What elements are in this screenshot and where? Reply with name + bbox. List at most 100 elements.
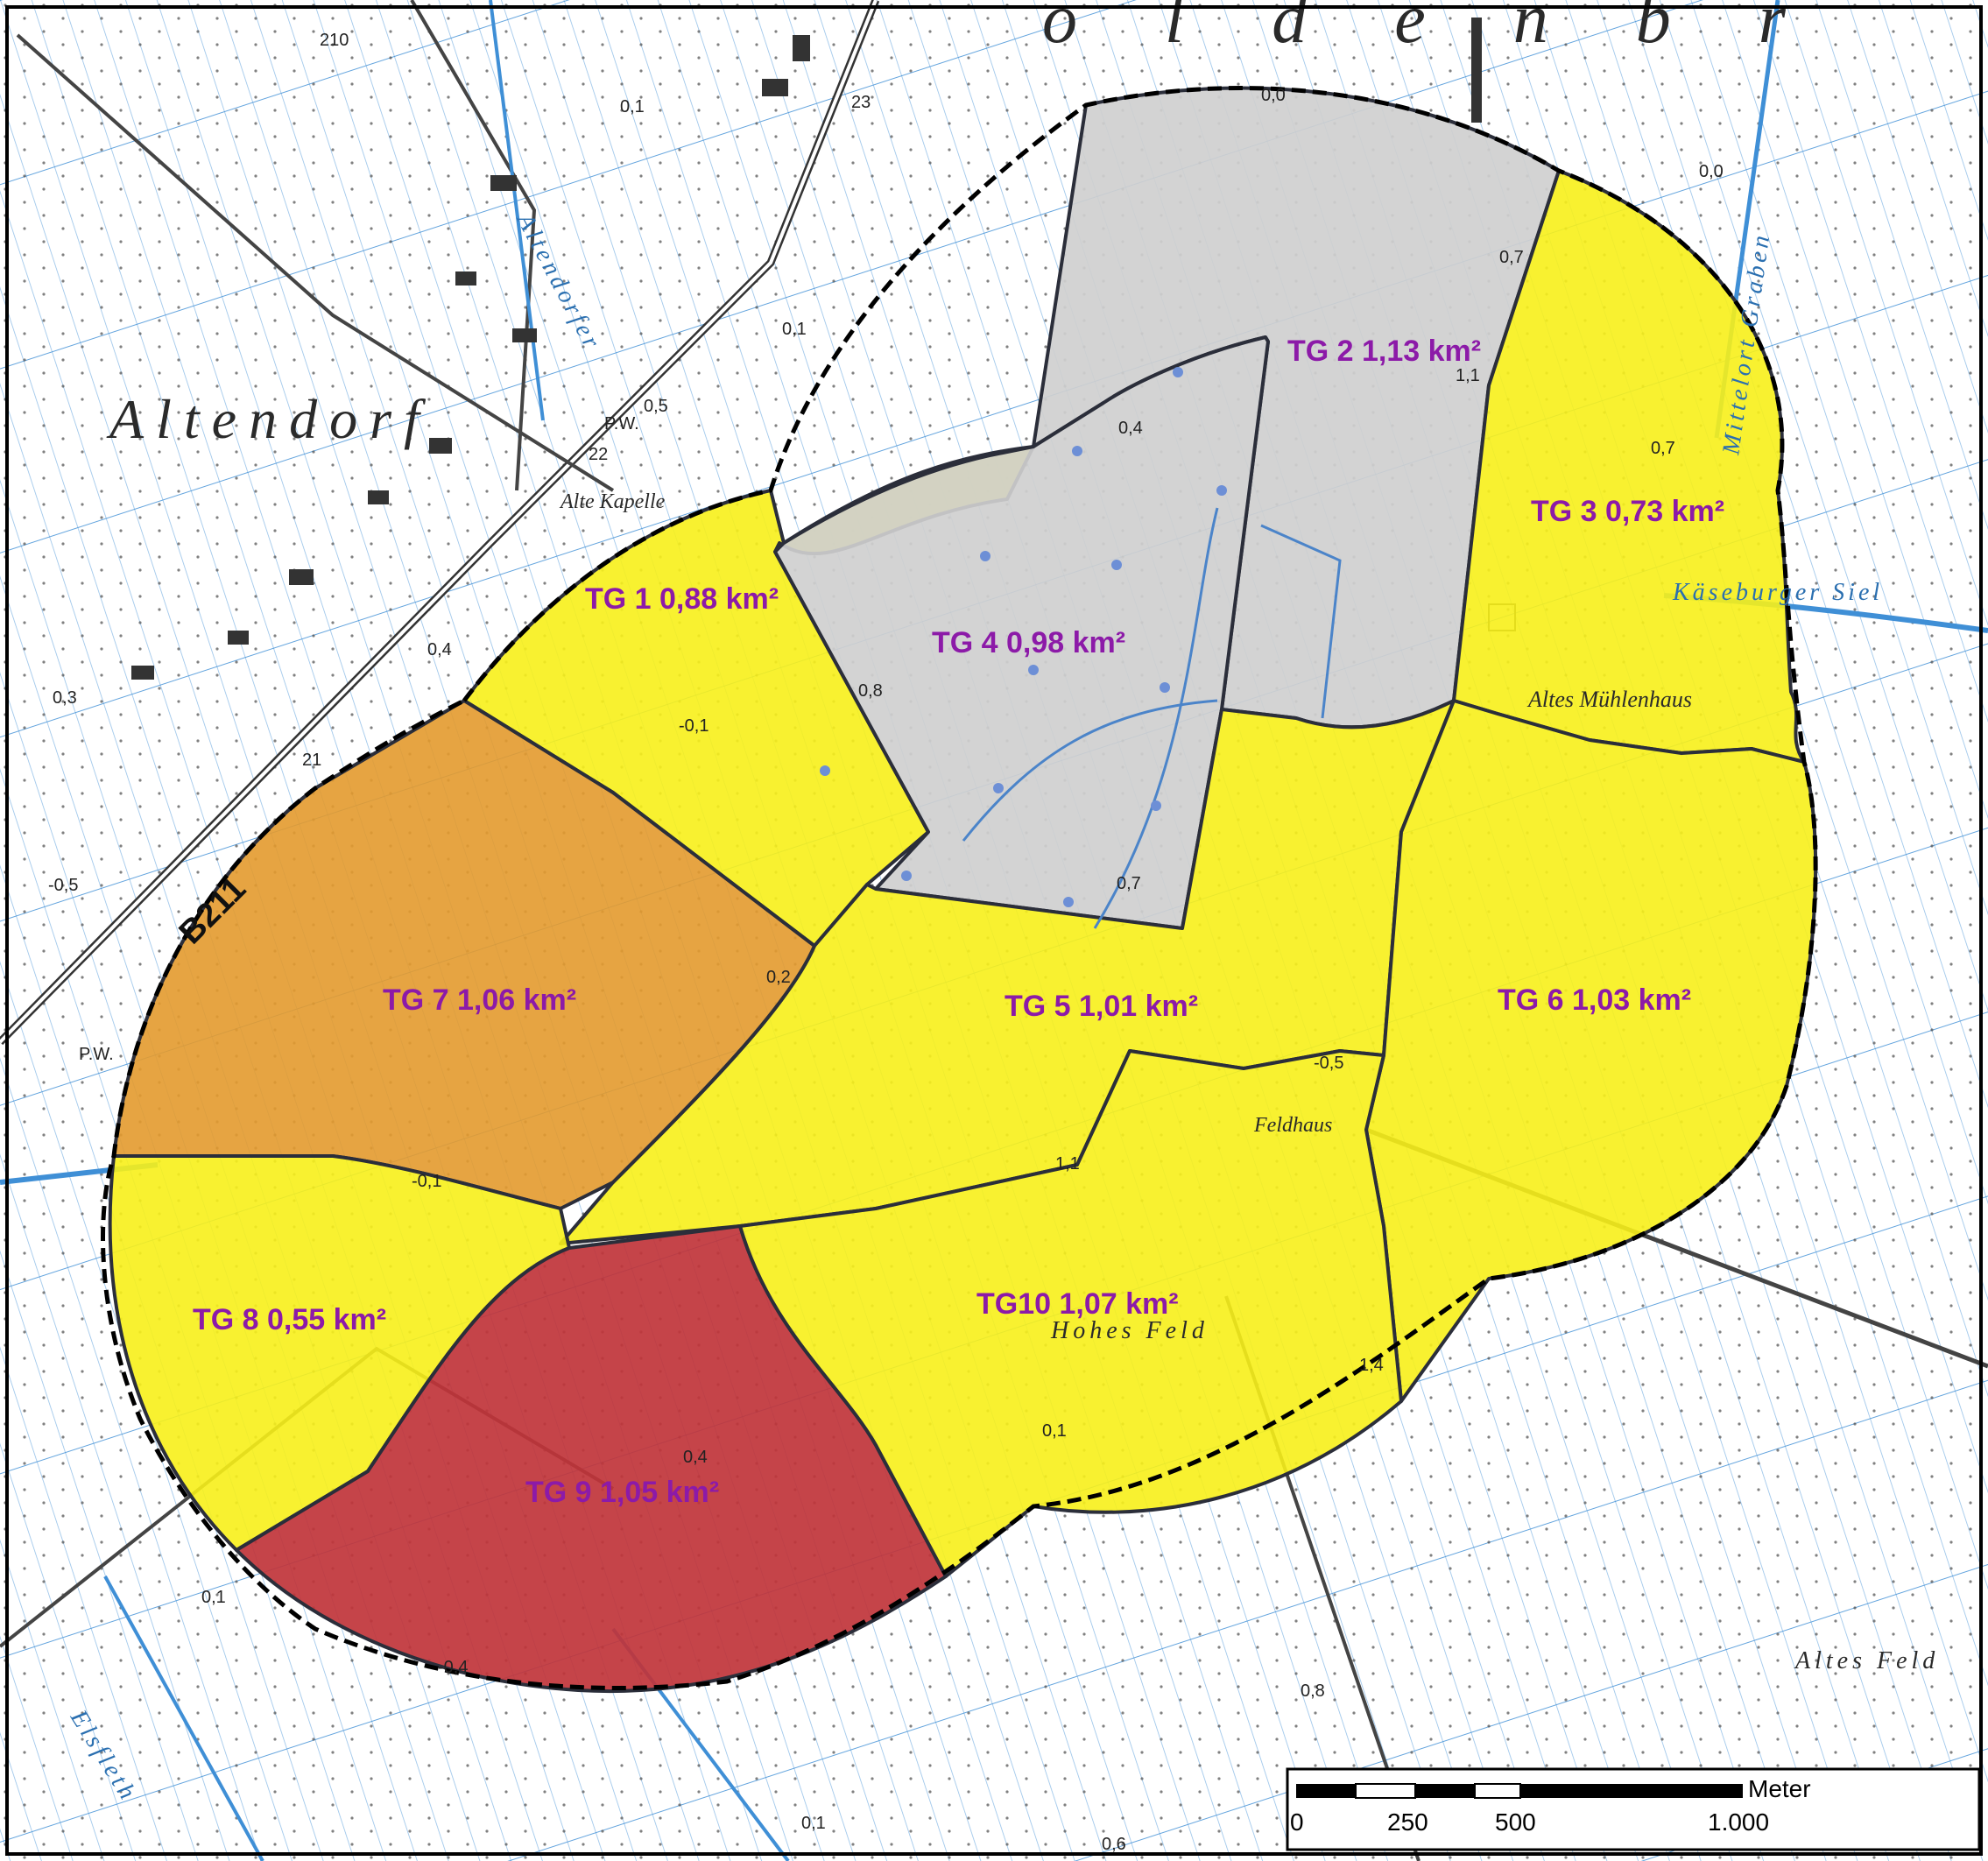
well-point: [1111, 560, 1122, 570]
spot-height: 0,4: [427, 640, 452, 659]
well-points: [820, 367, 1227, 907]
stream: [962, 699, 1218, 842]
well-point: [1028, 665, 1039, 675]
spot-height: 0,1: [620, 97, 645, 116]
well-point: [1216, 485, 1227, 496]
district-area-tg4[interactable]: [773, 335, 1270, 930]
building: [131, 666, 154, 680]
spot-height: 0,7: [1651, 439, 1675, 458]
building: [228, 631, 249, 645]
stream: [1093, 507, 1219, 929]
building: [429, 438, 452, 454]
spot-height: 210: [320, 31, 349, 50]
scale-bar-unit: Meter: [1748, 1775, 1811, 1802]
map-frame: [5, 5, 1983, 1856]
spot-height: 0,2: [766, 968, 791, 987]
spot-height: 0,0: [1261, 86, 1286, 105]
district-area-tg9[interactable]: [235, 1224, 948, 1694]
scale-bar-seg-3: [1415, 1784, 1475, 1798]
inner-waterways: [962, 507, 1342, 929]
spot-height: -0,5: [48, 876, 78, 895]
district-label-tg8[interactable]: TG 8 0,55 km²: [193, 1303, 386, 1336]
spot-height: 0,1: [801, 1814, 826, 1833]
scale-bar-seg-4: [1474, 1783, 1521, 1799]
well-point: [993, 783, 1004, 793]
spot-height: 0,8: [1301, 1681, 1325, 1701]
spot-height: 1,4: [1359, 1356, 1384, 1375]
scale-bar-tick-0: 0: [1290, 1808, 1304, 1836]
spot-height: 1,1: [1456, 366, 1480, 385]
spot-height: 1,1: [1055, 1154, 1080, 1174]
building: [1471, 18, 1482, 123]
district-label-tg10[interactable]: TG10 1,07 km²: [976, 1287, 1179, 1321]
spot-height: -0,5: [1314, 1054, 1343, 1073]
well-point: [1173, 367, 1183, 377]
scale-bar-seg-5: [1520, 1784, 1743, 1798]
spot-height: -0,1: [679, 716, 708, 736]
district-label-tg4[interactable]: TG 4 0,98 km²: [932, 626, 1125, 659]
district-label-tg5[interactable]: TG 5 1,01 km²: [1005, 990, 1198, 1023]
spot-height: 0,1: [201, 1588, 226, 1607]
building: [368, 490, 389, 504]
building: [455, 271, 476, 285]
district-label-tg2[interactable]: TG 2 1,13 km²: [1287, 335, 1481, 368]
well-point: [980, 551, 990, 561]
buildings: [131, 18, 1516, 680]
spot-height: 0,4: [683, 1448, 708, 1467]
canal-altendorfer: [489, 0, 545, 421]
district-areas: [108, 86, 1818, 1694]
place-hohes-feld: Hohes Feld: [1050, 1317, 1209, 1344]
road-north: [410, 0, 537, 491]
well-point: [820, 765, 830, 776]
building: [289, 569, 314, 585]
scale-bar-box: [1286, 1767, 1981, 1851]
place-altendorf: Altendorf: [106, 388, 432, 450]
place-alte-kapelle: Alte Kapelle: [559, 490, 666, 513]
spot-heights: 0,0 0,1 0,7 1,1 0,0 0,5 0,1 0,4 0,3 -0,5…: [48, 31, 1724, 1854]
district-label-tg1[interactable]: TG 1 0,88 km²: [585, 582, 779, 616]
building: [512, 328, 537, 342]
building: [762, 79, 788, 96]
district-label-tg9[interactable]: TG 9 1,05 km²: [525, 1476, 719, 1509]
spot-height: 0,8: [858, 681, 883, 701]
spot-height: 0,5: [644, 397, 668, 416]
spot-height: 0,4: [1118, 419, 1143, 438]
scale-bar-tick-1000: 1.000: [1708, 1808, 1769, 1836]
spot-height: -0,4: [438, 1658, 468, 1677]
spot-height: 0,1: [1042, 1421, 1067, 1441]
building: [490, 175, 517, 191]
road-b211-inner: [0, 0, 878, 1044]
label-pw-2: P.W.: [79, 1045, 114, 1064]
well-point: [1063, 897, 1074, 907]
spot-height: 22: [589, 445, 608, 464]
well-point: [1160, 682, 1170, 693]
spot-height: 0,7: [1117, 874, 1141, 893]
scale-bar-seg-1: [1296, 1784, 1356, 1798]
building: [793, 35, 810, 61]
place-altes-muehlenhaus: Altes Mühlenhaus: [1526, 687, 1692, 712]
spot-height: -0,1: [412, 1172, 441, 1191]
well-point: [901, 871, 912, 881]
spot-height: 0,7: [1499, 248, 1524, 267]
district-label-tg7[interactable]: TG 7 1,06 km²: [383, 983, 576, 1017]
well-point: [1151, 800, 1161, 811]
district-label-tg3[interactable]: TG 3 0,73 km²: [1531, 495, 1724, 528]
district-label-tg6[interactable]: TG 6 1,03 km²: [1498, 983, 1691, 1017]
canal-sw: [103, 1576, 264, 1861]
spot-height: 0,1: [782, 320, 807, 339]
scale-bar-tick-250: 250: [1387, 1808, 1428, 1836]
scale-bar-seg-2: [1355, 1783, 1416, 1799]
district-labels: TG 1 0,88 km² TG 2 1,13 km² TG 3 0,73 km…: [193, 335, 1724, 1509]
place-feldhaus: Feldhaus: [1253, 1114, 1332, 1137]
study-area-boundary: [101, 86, 1818, 1690]
label-pw-1: P.W.: [604, 414, 639, 434]
spot-height: 0,0: [1699, 162, 1724, 181]
scale-bar-tick-500: 500: [1495, 1808, 1536, 1836]
scale-bar: Meter 0 250 500 1.000: [1286, 1767, 1981, 1851]
place-altes-feld: Altes Feld: [1794, 1647, 1939, 1674]
spot-height: 23: [851, 93, 871, 112]
place-oldenburg: o l d e n b r: [1042, 0, 1821, 58]
well-point: [1072, 446, 1082, 456]
spot-height: 21: [302, 751, 321, 770]
